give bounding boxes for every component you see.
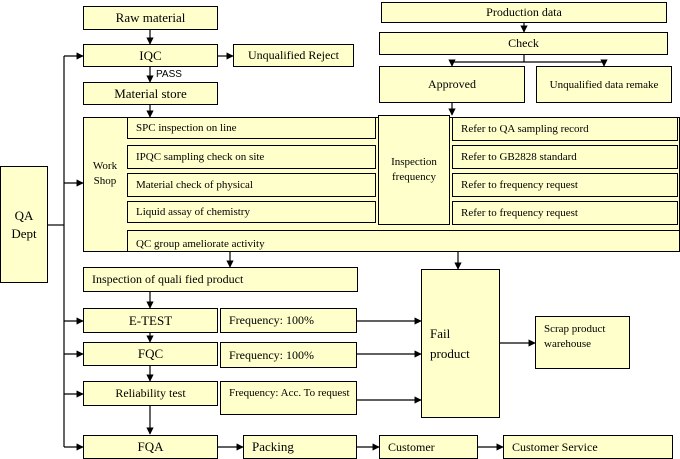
fqc-box: FQC xyxy=(83,342,218,366)
material-store-box: Material store xyxy=(83,82,218,105)
customer-service-box: Customer Service xyxy=(503,435,673,459)
scrap-warehouse-box: Scrap product warehouse xyxy=(535,316,630,369)
refer-gb2828-box: Refer to GB2828 standard xyxy=(452,145,678,169)
refer-frequency-box-1: Refer to frequency request xyxy=(452,173,678,197)
unqualified-reject-box: Unqualified Reject xyxy=(233,44,354,67)
pass-label: PASS xyxy=(156,69,182,80)
raw-material-box: Raw material xyxy=(83,6,218,30)
liquid-assay-box: Liquid assay of chemistry xyxy=(127,201,376,223)
reliability-test-box: Reliability test xyxy=(83,381,218,406)
spc-inspection-box: SPC inspection on line xyxy=(127,117,376,139)
workshop-label: Work Shop xyxy=(92,160,118,187)
inspection-qualified-product-box: Inspection of quali fied product xyxy=(83,267,358,292)
approved-box: Approved xyxy=(379,66,525,103)
packing-box: Packing xyxy=(243,435,357,459)
iqc-box: IQC xyxy=(83,44,218,67)
customer-box: Customer xyxy=(379,435,478,459)
fqc-frequency-box: Frequency: 100% xyxy=(220,342,357,368)
unqualified-data-remake-box: Unqualified data remake xyxy=(536,66,672,103)
material-check-box: Material check of physical xyxy=(127,173,376,197)
qc-group-box: QC group ameliorate activity xyxy=(127,230,680,252)
ipqc-sampling-box: IPQC sampling check on site xyxy=(127,145,376,169)
refer-qa-sampling-box: Refer to QA sampling record xyxy=(452,117,678,141)
qa-dept-box: QA Dept xyxy=(0,166,48,283)
check-box: Check xyxy=(379,32,668,55)
refer-frequency-box-2: Refer to frequency request xyxy=(452,201,678,225)
reliability-frequency-box: Frequency: Acc. To request xyxy=(220,381,357,415)
production-data-box: Production data xyxy=(381,2,667,23)
e-test-frequency-box: Frequency: 100% xyxy=(220,308,357,333)
fail-product-box: Fail product xyxy=(421,269,500,418)
e-test-box: E-TEST xyxy=(83,308,218,333)
fqa-box: FQA xyxy=(83,435,218,459)
inspection-frequency-box: Inspection frequency xyxy=(378,115,450,225)
